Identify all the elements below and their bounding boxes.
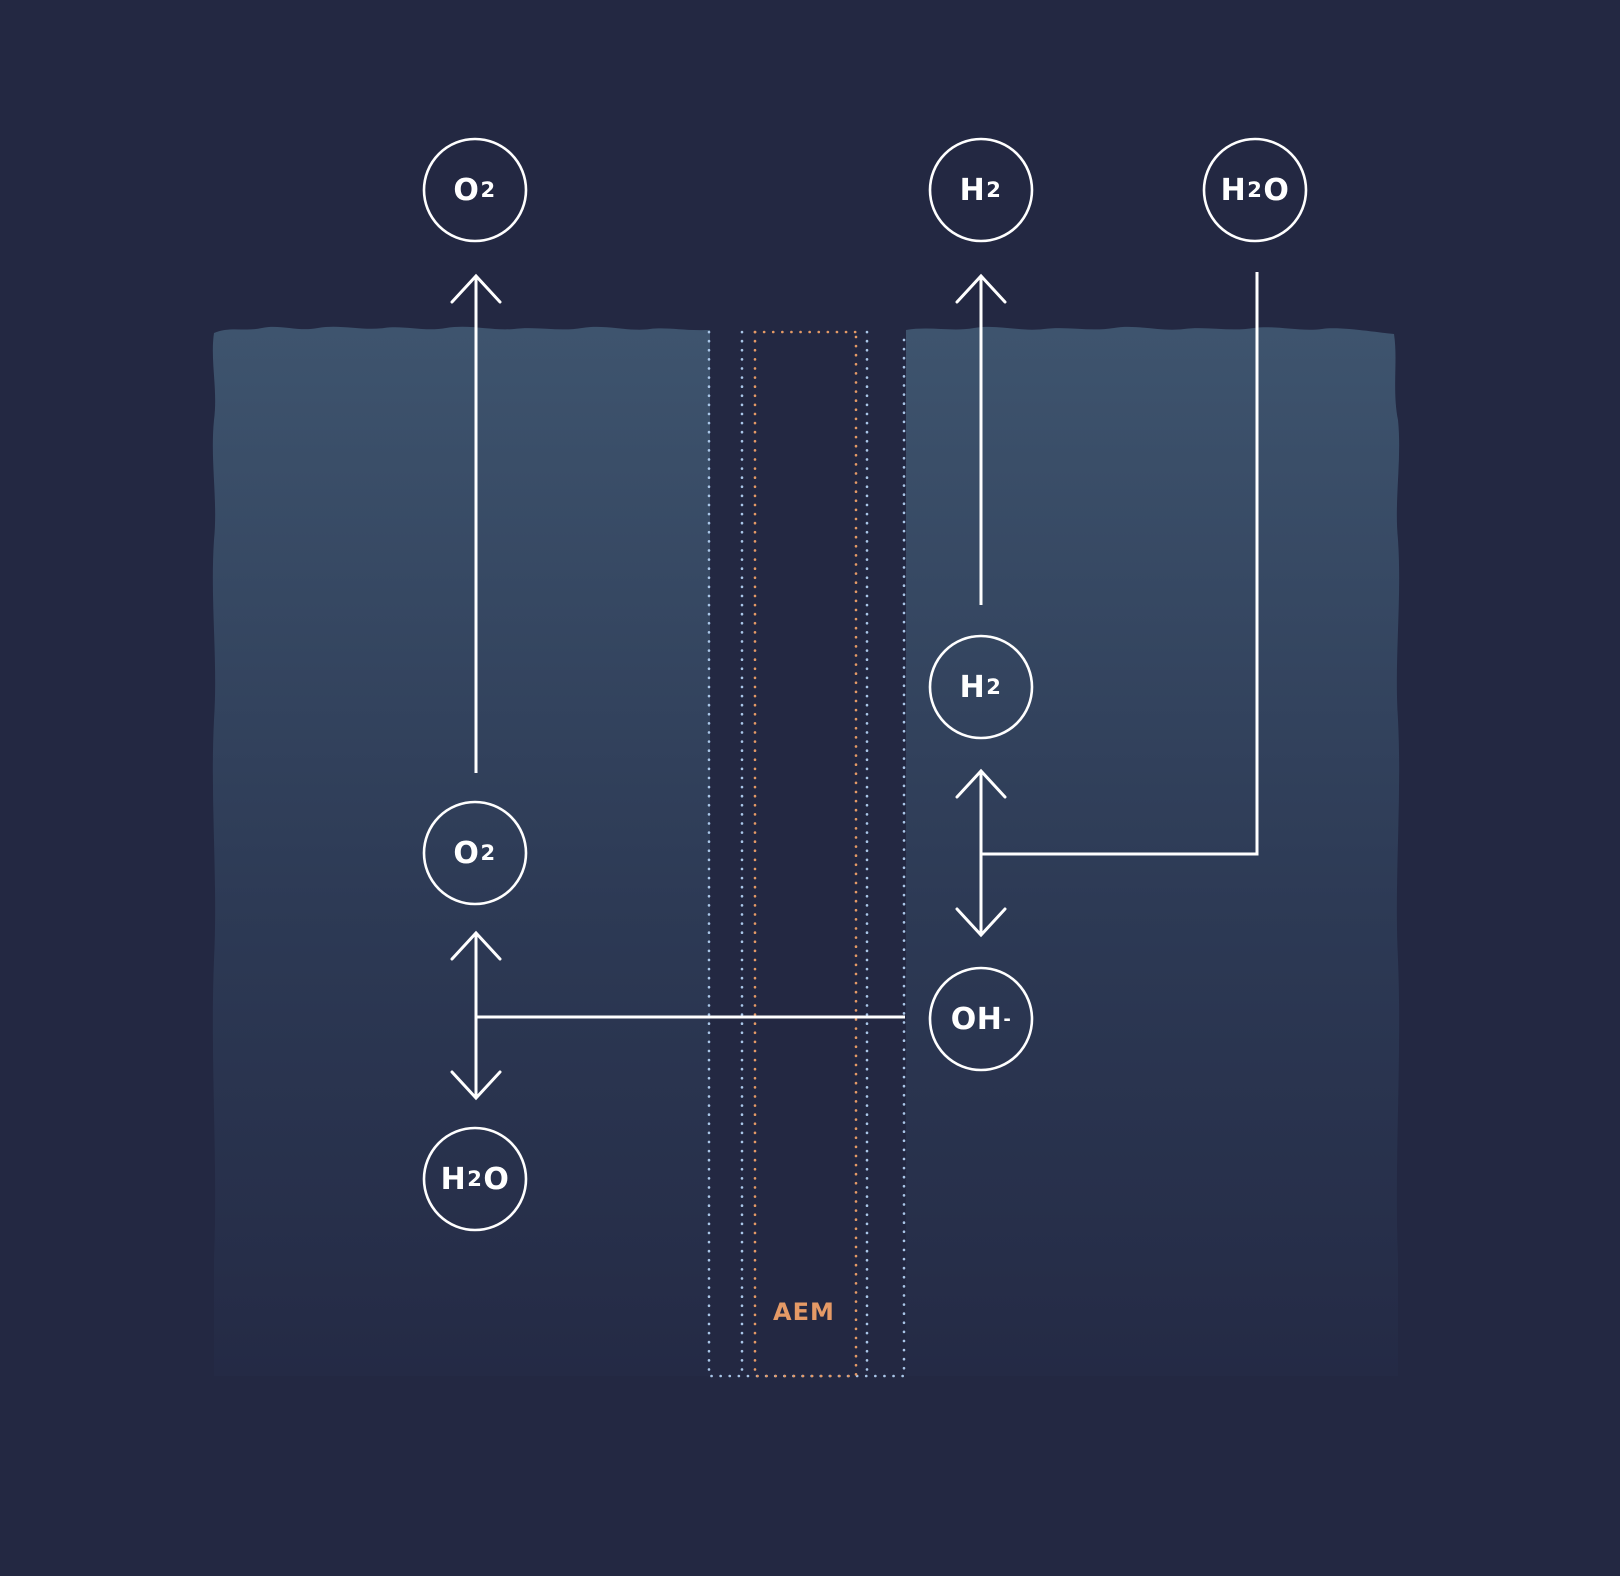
- formula-subscript: 2: [986, 178, 1002, 202]
- formula-subscript: 2: [480, 841, 496, 865]
- h2o-top-circle: [1202, 137, 1308, 243]
- formula-subscript: 2: [467, 1167, 483, 1191]
- membrane-core: [710, 330, 906, 1376]
- formula-superscript: -: [1003, 1008, 1012, 1030]
- formula-main: H: [959, 669, 986, 705]
- formula-main: OH: [950, 1001, 1003, 1037]
- arrow-up-icon: [450, 273, 502, 304]
- arrow-up-icon: [955, 768, 1007, 799]
- arrowheads: [450, 273, 1007, 1101]
- h2-top-circle: [928, 137, 1034, 243]
- oh-label: OH-: [929, 967, 1033, 1071]
- h2-mid-circle: [928, 634, 1034, 740]
- arrow-down-icon: [450, 1070, 502, 1101]
- oh-circle: [928, 966, 1034, 1072]
- formula-main: O: [453, 835, 480, 871]
- formula-main: H: [440, 1161, 467, 1197]
- molecule-circles: [422, 137, 1308, 1232]
- formula-subscript: 2: [986, 675, 1002, 699]
- arrow-up-icon: [450, 930, 502, 961]
- arrow-up-icon: [955, 273, 1007, 304]
- arrow-down-icon: [955, 907, 1007, 938]
- formula-main: H: [1220, 172, 1247, 208]
- formula-subscript: 2: [480, 178, 496, 202]
- h2o-bottom-circle: [422, 1126, 528, 1232]
- water-feed-line: [981, 272, 1259, 856]
- formula-main: H: [959, 172, 986, 208]
- o2-mid-circle: [422, 800, 528, 906]
- formula-main: O: [453, 172, 480, 208]
- o2-top-circle: [422, 137, 528, 243]
- formula-subscript: 2: [1247, 178, 1263, 202]
- formula-tail: O: [483, 1161, 510, 1197]
- formula-tail: O: [1263, 172, 1290, 208]
- flow-lines: [474, 272, 1259, 1098]
- membrane-label: AEM: [773, 1298, 835, 1326]
- electrode-boundaries: [707, 330, 906, 1378]
